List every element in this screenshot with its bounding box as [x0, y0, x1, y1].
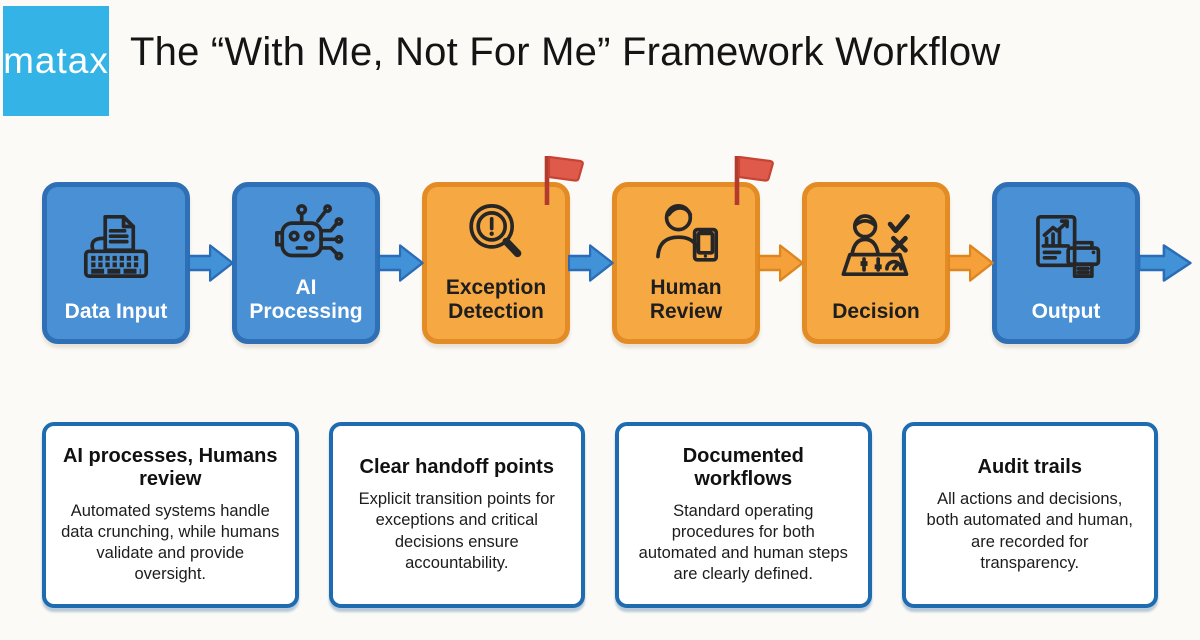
magnifier-alert-icon: [455, 187, 537, 276]
step-label: Exception Detection: [445, 275, 547, 323]
step-box-human-review: Human Review: [612, 181, 760, 344]
flow-arrow: [188, 241, 234, 285]
step-box-data-input: Data Input: [42, 181, 190, 344]
step-label: Human Review: [649, 275, 723, 323]
keyboard-document-icon: [75, 187, 157, 300]
card-body: Standard operating procedures for both a…: [638, 501, 848, 584]
card-body: Automated systems handle data crunching,…: [61, 501, 280, 584]
step-box-ai-processing: AI Processing: [232, 181, 380, 344]
step-label: Data Input: [64, 299, 168, 323]
step-decision: Decision: [802, 181, 950, 344]
step-output: Output: [992, 181, 1140, 344]
header: matax The “With Me, Not For Me” Framewor…: [0, 0, 1200, 125]
red-flag-icon: [540, 152, 586, 208]
card-title: Clear handoff points: [359, 456, 554, 479]
card-title: AI processes, Humans review: [62, 444, 278, 490]
step-data-input: Data Input: [42, 181, 190, 344]
step-human-review: Human Review: [612, 155, 774, 344]
step-ai-processing: AI Processing: [232, 181, 380, 344]
step-box-exception-detection: Exception Detection: [422, 181, 570, 344]
card-title: Documented workflows: [682, 444, 804, 490]
workflow-row: Data Input AI Processing Exception Detec…: [0, 155, 1200, 345]
step-exception-detection: Exception Detection: [422, 155, 584, 344]
step-box-output: Output: [992, 181, 1140, 344]
flow-arrow: [948, 241, 994, 285]
card-body: Explicit transition points for exception…: [358, 490, 555, 572]
card-title: Audit trails: [977, 456, 1082, 479]
card-body: All actions and decisions, both automate…: [926, 490, 1133, 572]
page-title: The “With Me, Not For Me” Framework Work…: [130, 30, 1001, 74]
chart-printer-icon: [1025, 187, 1107, 300]
step-box-decision: Decision: [802, 181, 950, 344]
step-label: Output: [1031, 299, 1101, 323]
flow-arrow: [758, 241, 804, 285]
brand-logo-text: matax: [3, 40, 109, 81]
step-label: Decision: [832, 299, 920, 323]
person-tablet-icon: [645, 187, 727, 276]
step-label: AI Processing: [249, 275, 363, 323]
red-flag-icon: [730, 152, 776, 208]
robot-icon: [265, 187, 347, 276]
flow-arrow: [378, 241, 424, 285]
flow-arrow: [568, 241, 614, 285]
person-controls-icon: [833, 187, 919, 300]
brand-logo: matax: [3, 6, 109, 116]
flow-arrow-exit: [1138, 241, 1192, 285]
